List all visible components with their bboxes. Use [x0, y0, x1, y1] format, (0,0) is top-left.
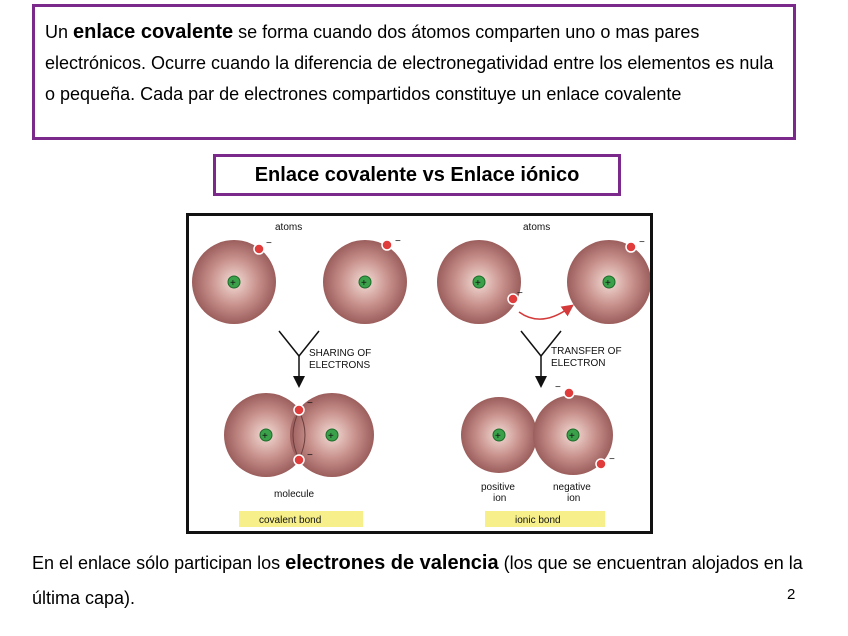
negative-label-2: ion	[567, 493, 580, 504]
left-atom-1: + −	[192, 238, 276, 324]
transfer-label-2: ELECTRON	[551, 358, 605, 369]
transfer-arrow	[519, 308, 569, 319]
molecule: + + − −	[224, 393, 374, 477]
nucleus-plus: +	[361, 278, 367, 289]
electron-icon	[254, 244, 264, 254]
section-title: Enlace covalente vs Enlace iónico	[213, 154, 621, 196]
positive-label-1: positive	[481, 482, 515, 493]
right-atom-2: + −	[567, 237, 650, 324]
nucleus-plus: +	[230, 278, 236, 289]
left-atoms-label: atoms	[275, 222, 302, 233]
sharing-label-2: ELECTRONS	[309, 360, 370, 371]
intro-bold-term: enlace covalente	[73, 21, 233, 43]
electron-minus: −	[307, 450, 313, 461]
right-atoms-label: atoms	[523, 222, 550, 233]
intro-text-box: Un enlace covalente se forma cuando dos …	[32, 4, 796, 140]
nucleus-plus: +	[569, 431, 575, 442]
nucleus-plus: +	[475, 278, 481, 289]
molecule-label: molecule	[274, 489, 314, 500]
electron-minus: −	[517, 288, 523, 299]
positive-label-2: ion	[493, 493, 506, 504]
bond-diagram-figure: atoms atoms + − + − SHARING OF ELECTRONS	[186, 213, 653, 534]
page-number: 2	[787, 586, 795, 603]
electron-icon	[596, 459, 606, 469]
left-atom-2: + −	[323, 236, 407, 324]
shared-electron-icon	[294, 405, 304, 415]
electron-icon	[382, 240, 392, 250]
electron-minus: −	[395, 236, 401, 247]
negative-label-1: negative	[553, 482, 591, 493]
right-atom-1: + −	[437, 240, 523, 324]
nucleus-plus: +	[328, 431, 334, 442]
electron-icon	[564, 388, 574, 398]
nucleus-plus: +	[262, 431, 268, 442]
ionic-bond-label: ionic bond	[515, 515, 561, 526]
nucleus-plus: +	[495, 431, 501, 442]
bottom-text: En el enlace sólo participan los electro…	[32, 546, 822, 616]
sharing-label-1: SHARING OF	[309, 348, 371, 359]
bond-diagram: atoms atoms + − + − SHARING OF ELECTRONS	[189, 216, 650, 531]
electron-minus: −	[609, 454, 615, 465]
electron-minus: −	[266, 238, 272, 249]
electron-minus: −	[555, 382, 561, 393]
covalent-bond-label: covalent bond	[259, 515, 321, 526]
bottom-bold-term: electrones de valencia	[285, 552, 498, 574]
electron-icon	[626, 242, 636, 252]
intro-prefix: Un	[45, 22, 73, 42]
shared-electron-icon	[294, 455, 304, 465]
nucleus-plus: +	[605, 278, 611, 289]
electron-minus: −	[307, 398, 313, 409]
bottom-prefix: En el enlace sólo participan los	[32, 553, 285, 573]
ions: + + − −	[461, 382, 615, 475]
transfer-label-1: TRANSFER OF	[551, 346, 622, 357]
electron-minus: −	[639, 237, 645, 248]
